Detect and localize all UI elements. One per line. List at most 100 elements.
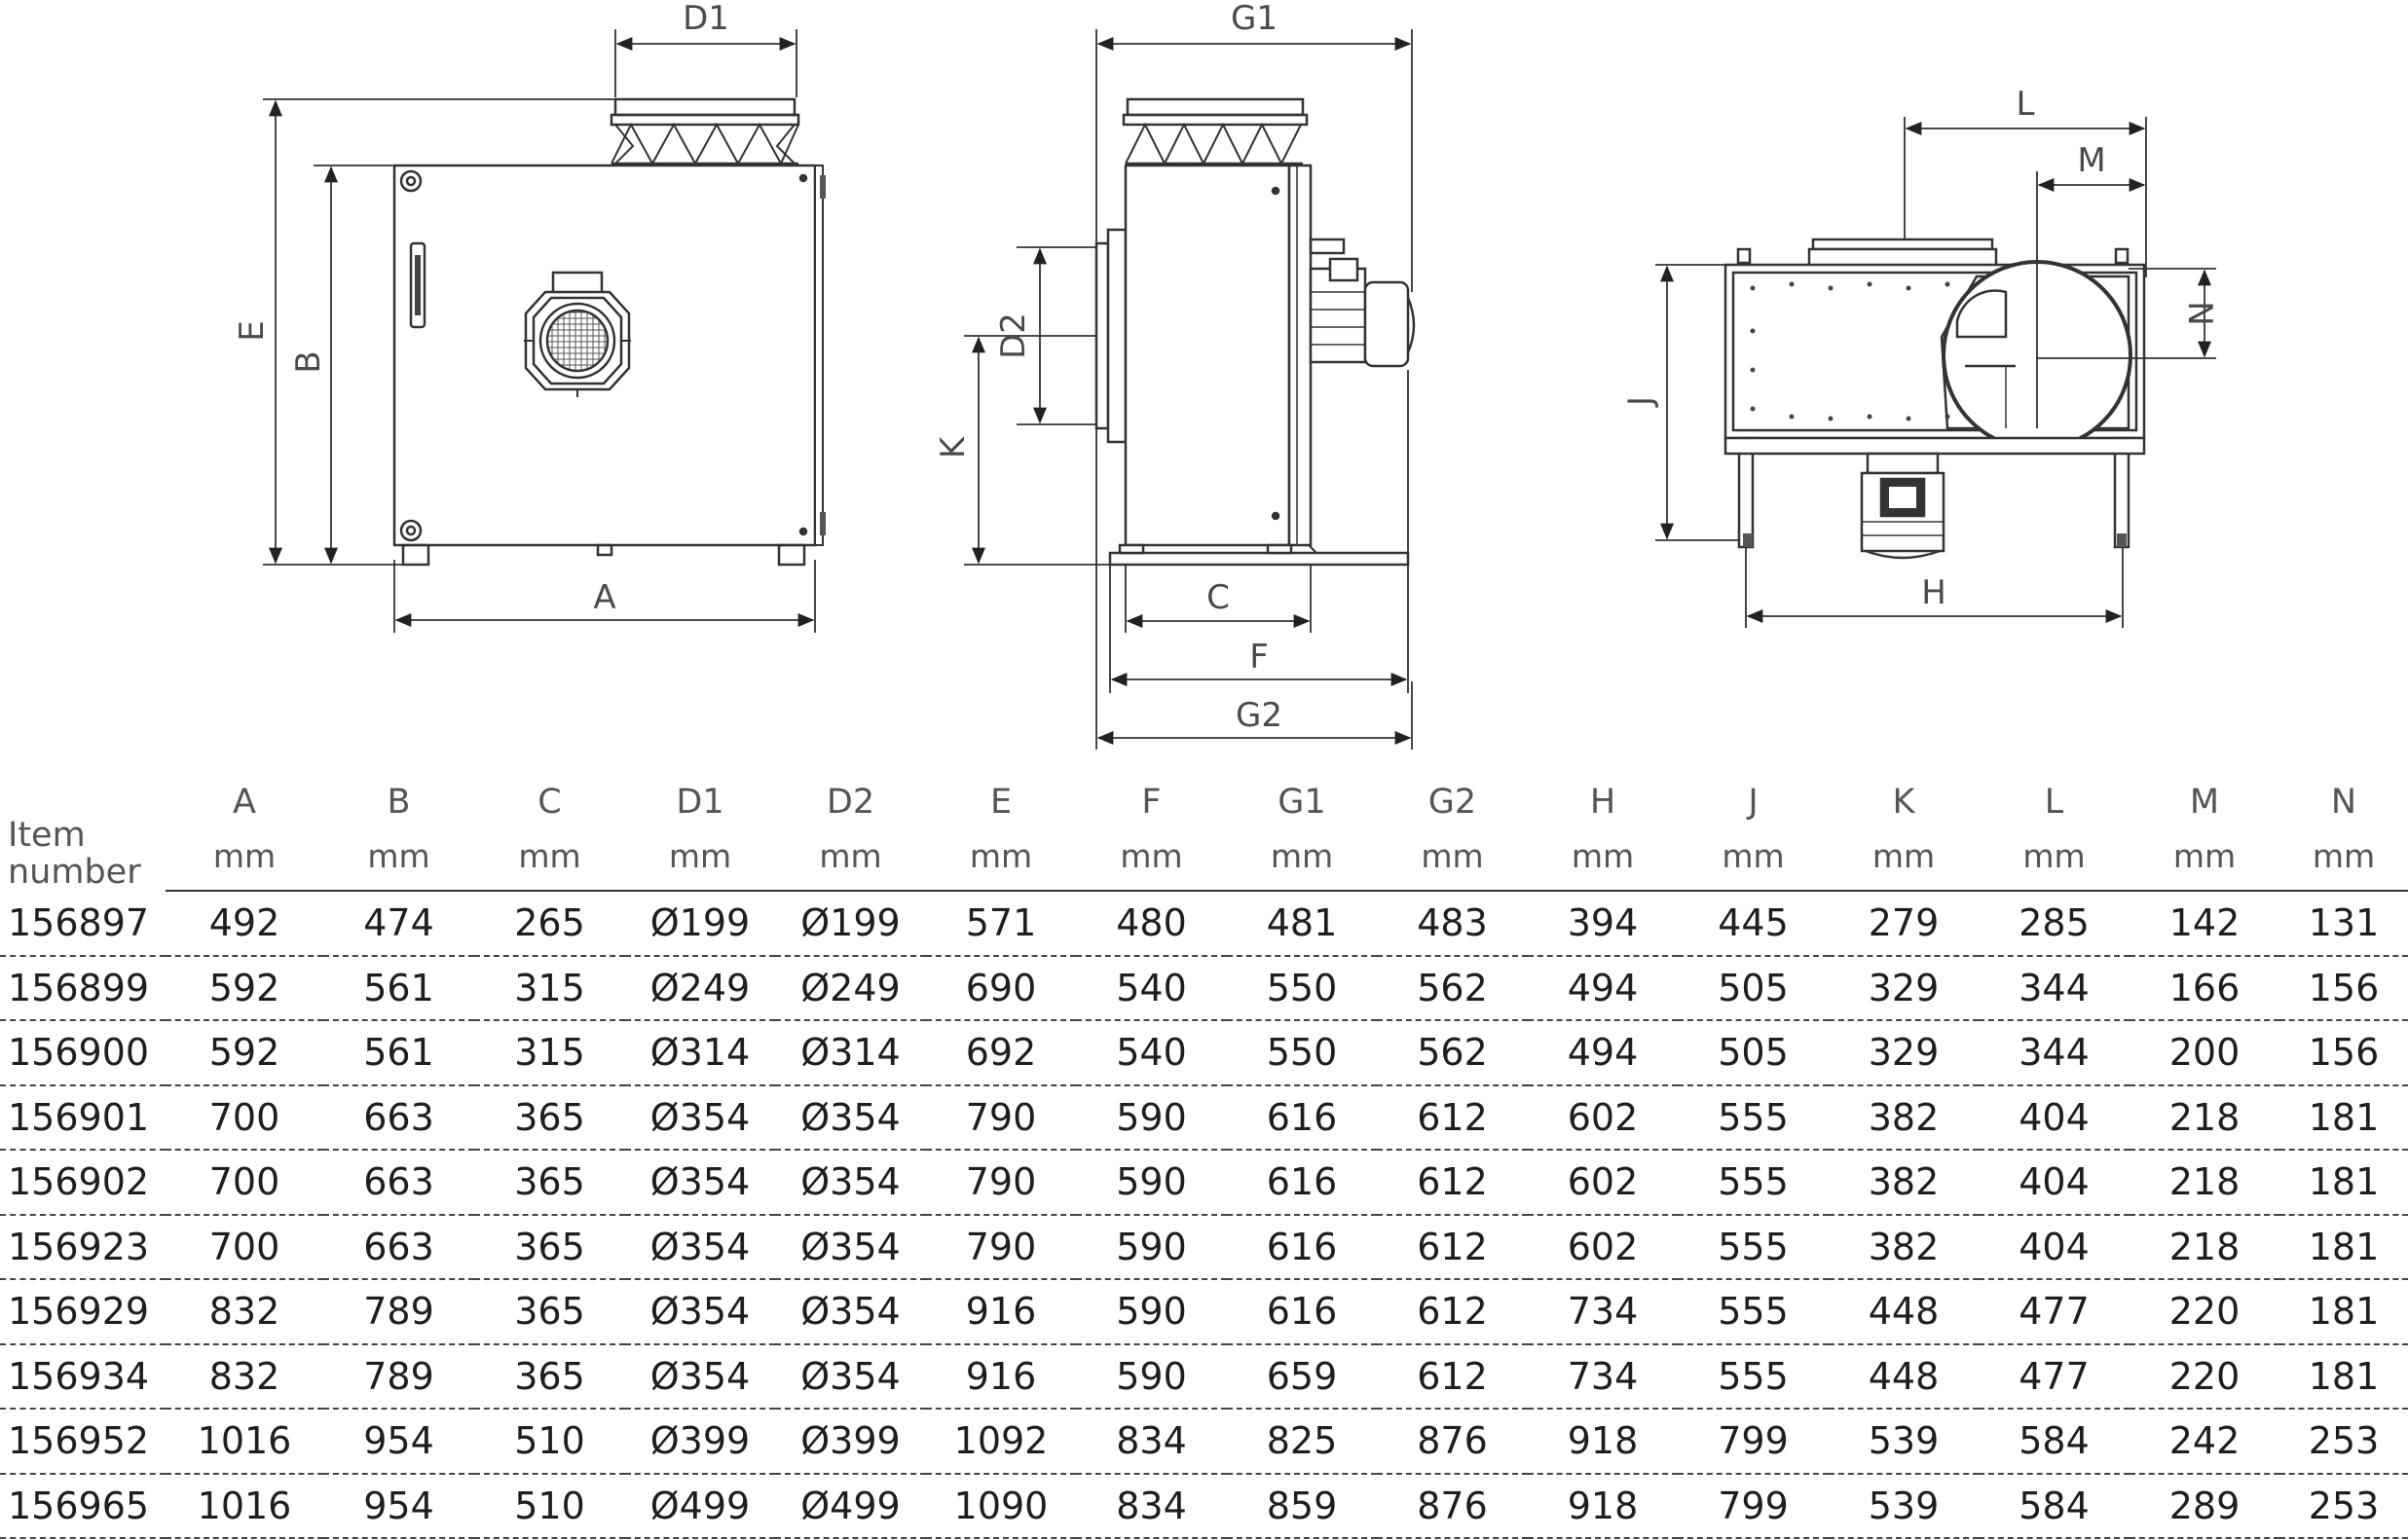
dimension-cell-h: 494 (1528, 955, 1678, 1021)
dimension-cell-f: 590 (1076, 1279, 1227, 1345)
label-G2: G2 (1236, 696, 1282, 735)
column-unit-d2: mm (775, 822, 926, 892)
dimension-cell-a: 832 (166, 1343, 323, 1410)
column-header-c: C (537, 783, 562, 822)
item-number-cell: 156952 (0, 1409, 166, 1475)
column-unit-a: mm (166, 822, 323, 892)
column-header-d2: D2 (826, 783, 875, 822)
side-view-dimensions (964, 29, 1413, 750)
dimension-cell-l: 404 (1979, 1214, 2130, 1280)
dimension-cell-l: 477 (1979, 1343, 2130, 1410)
label-E: E (233, 320, 272, 341)
dimension-cell-d1: Ø354 (625, 1150, 775, 1216)
dimension-cell-j: 555 (1678, 1343, 1829, 1410)
dimension-cell-l: 584 (1979, 1409, 2130, 1475)
dimension-cell-m: 220 (2130, 1343, 2279, 1410)
label-A: A (593, 578, 615, 617)
dimension-cell-j: 799 (1678, 1409, 1829, 1475)
dimension-cell-e: 916 (926, 1343, 1076, 1410)
dimension-cell-g2: 562 (1377, 955, 1528, 1021)
dimension-cell-k: 382 (1829, 1084, 1979, 1151)
dimension-cell-g2: 876 (1377, 1409, 1528, 1475)
dimension-cell-g2: 876 (1377, 1473, 1528, 1539)
dimension-cell-n: 181 (2279, 1150, 2408, 1216)
dimension-cell-a: 492 (166, 891, 323, 957)
side-view-housing (1124, 164, 1291, 547)
dimension-cell-c: 365 (474, 1150, 625, 1216)
dimension-cell-d1: Ø354 (625, 1343, 775, 1410)
dimension-cell-j: 445 (1678, 891, 1829, 957)
label-K: K (934, 435, 973, 458)
column-header-g1: G1 (1278, 783, 1326, 822)
dimension-cell-k: 329 (1829, 1020, 1979, 1086)
dimension-cell-g2: 612 (1377, 1214, 1528, 1280)
dimension-cell-n: 131 (2279, 891, 2408, 957)
dimension-cell-m: 289 (2130, 1473, 2279, 1539)
dimension-cell-k: 382 (1829, 1150, 1979, 1216)
dimension-cell-k: 448 (1829, 1279, 1979, 1345)
dimension-cell-g1: 550 (1227, 955, 1377, 1021)
column-header-k: K (1892, 783, 1915, 822)
dimension-cell-n: 253 (2279, 1473, 2408, 1539)
dimension-cell-c: 365 (474, 1279, 625, 1345)
column-unit-e: mm (926, 822, 1076, 892)
header-item-number: Item number (0, 769, 166, 891)
dimension-cell-f: 590 (1076, 1150, 1227, 1216)
dimension-cell-k: 382 (1829, 1214, 1979, 1280)
item-number-cell: 156897 (0, 891, 166, 957)
dimension-cell-d2: Ø314 (775, 1020, 926, 1086)
column-unit-f: mm (1076, 822, 1227, 892)
dimension-cell-n: 181 (2279, 1279, 2408, 1345)
dimension-cell-l: 344 (1979, 1020, 2130, 1086)
dimension-cell-m: 142 (2130, 891, 2279, 957)
item-number-cell: 156902 (0, 1150, 166, 1216)
dimension-cell-d2: Ø354 (775, 1279, 926, 1345)
dimension-cell-h: 918 (1528, 1409, 1678, 1475)
dimension-cell-d2: Ø354 (775, 1343, 926, 1410)
dimension-cell-f: 480 (1076, 891, 1227, 957)
column-unit-g1: mm (1227, 822, 1377, 892)
dimension-cell-j: 555 (1678, 1084, 1829, 1151)
dimension-cell-g1: 550 (1227, 1020, 1377, 1086)
dimension-cell-d1: Ø354 (625, 1084, 775, 1151)
dimension-cell-b: 789 (323, 1279, 474, 1345)
column-unit-d1: mm (625, 822, 775, 892)
dimension-cell-a: 1016 (166, 1409, 323, 1475)
column-header-l: L (2044, 783, 2064, 822)
dimension-cell-a: 700 (166, 1084, 323, 1151)
dimension-cell-e: 790 (926, 1150, 1076, 1216)
header-item-line-2: number (8, 853, 141, 891)
side-view (1094, 97, 1416, 567)
item-number-cell: 156934 (0, 1343, 166, 1410)
column-unit-j: mm (1678, 822, 1829, 892)
dimension-cell-b: 789 (323, 1343, 474, 1410)
column-unit-m: mm (2130, 822, 2279, 892)
column-unit-h: mm (1528, 822, 1678, 892)
dimension-cell-g1: 616 (1227, 1214, 1377, 1280)
dimension-cell-b: 663 (323, 1214, 474, 1280)
dimension-cell-k: 539 (1829, 1473, 1979, 1539)
dimension-cell-h: 394 (1528, 891, 1678, 957)
dimension-cell-m: 218 (2130, 1084, 2279, 1151)
dimension-cell-d2: Ø199 (775, 891, 926, 957)
label-D1: D1 (683, 0, 729, 38)
dimension-cell-m: 218 (2130, 1150, 2279, 1216)
dimension-cell-g1: 616 (1227, 1150, 1377, 1216)
dimension-cell-m: 242 (2130, 1409, 2279, 1475)
dimension-drawing: D1 E B A (233, 0, 2219, 750)
dimension-cell-n: 253 (2279, 1409, 2408, 1475)
dimension-cell-g2: 612 (1377, 1150, 1528, 1216)
dimension-cell-g2: 562 (1377, 1020, 1528, 1086)
header-item-line-1: Item (8, 816, 86, 855)
dimension-cell-l: 477 (1979, 1279, 2130, 1345)
label-G1: G1 (1231, 0, 1278, 38)
dimension-cell-b: 954 (323, 1473, 474, 1539)
label-J: J (1621, 396, 1660, 408)
